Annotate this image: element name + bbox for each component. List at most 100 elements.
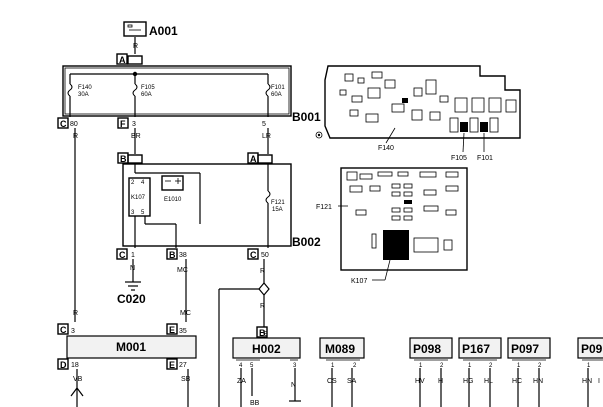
svg-text:B: B: [259, 328, 266, 338]
svg-text:K107: K107: [351, 278, 367, 285]
svg-text:A: A: [250, 154, 257, 164]
svg-text:5: 5: [250, 363, 254, 369]
svg-text:9: 9: [264, 331, 268, 338]
svg-text:HN: HN: [533, 378, 543, 385]
svg-text:E1010: E1010: [164, 197, 182, 203]
svg-text:N: N: [291, 382, 296, 389]
svg-text:C: C: [60, 325, 67, 335]
svg-text:E: E: [169, 360, 175, 370]
svg-text:2: 2: [440, 363, 444, 369]
svg-text:P097: P097: [511, 342, 539, 356]
b001-location-view: F140 F105 F101: [315, 65, 521, 162]
svg-text:80: 80: [70, 121, 78, 128]
svg-text:HL: HL: [484, 378, 493, 385]
svg-text:35: 35: [179, 328, 187, 335]
svg-text:5: 5: [141, 210, 145, 216]
svg-text:R: R: [260, 303, 265, 310]
svg-text:3: 3: [132, 121, 136, 128]
m001-module: [66, 335, 197, 359]
svg-text:F140: F140: [378, 145, 394, 152]
svg-text:3: 3: [131, 210, 135, 216]
svg-text:2: 2: [131, 180, 135, 186]
svg-text:F105: F105: [451, 155, 467, 162]
svg-text:3: 3: [293, 363, 297, 369]
svg-text:P098: P098: [413, 342, 441, 356]
fuse-f101-symbol: [265, 83, 271, 97]
p097-connector: [507, 337, 551, 359]
ground-icon: [125, 281, 141, 291]
svg-text:MC: MC: [177, 267, 188, 274]
b002-location-view: F121 K107: [316, 167, 468, 285]
b002-fusebox: B A F121 15A K107 2 4 3 5 E1010 B002: [117, 152, 321, 249]
svg-text:D: D: [60, 360, 67, 370]
b001-fusebox: F140 30A F105 60A F101 60A B001: [62, 65, 321, 124]
a001-pin-box: [116, 53, 128, 65]
svg-text:BR: BR: [131, 133, 141, 140]
svg-text:F: F: [120, 119, 126, 129]
battery-icon: [123, 21, 147, 37]
svg-text:VB: VB: [73, 376, 83, 383]
svg-text:R: R: [73, 310, 78, 317]
svg-text:2: 2: [538, 363, 542, 369]
svg-text:60A: 60A: [141, 92, 152, 98]
svg-text:60A: 60A: [271, 92, 282, 98]
p167-connector: [458, 337, 502, 359]
svg-text:P167: P167: [462, 342, 490, 356]
svg-text:C: C: [119, 250, 126, 260]
svg-text:1: 1: [331, 363, 335, 369]
h002-module: [232, 337, 301, 359]
a001-label: A001: [149, 24, 178, 38]
svg-text:2: 2: [489, 363, 493, 369]
svg-text:1: 1: [131, 252, 135, 259]
svg-text:HG: HG: [463, 378, 474, 385]
p09-connector: [577, 337, 603, 359]
relay-k107: [128, 177, 151, 217]
svg-text:E: E: [169, 325, 175, 335]
svg-text:2: 2: [353, 363, 357, 369]
svg-text:F140: F140: [78, 85, 92, 91]
svg-text:HC: HC: [512, 378, 522, 385]
svg-text:F105: F105: [141, 85, 155, 91]
fuse-f140-symbol: [67, 83, 73, 97]
a001-battery: A001: [123, 21, 178, 38]
svg-text:ZA: ZA: [237, 378, 246, 385]
m089-module: [319, 337, 365, 359]
svg-text:38: 38: [179, 252, 187, 259]
svg-text:18: 18: [71, 362, 79, 369]
svg-text:F121: F121: [316, 204, 332, 211]
e1010-battery-icon: [161, 175, 184, 191]
junction-diamond: [258, 282, 270, 296]
svg-text:1: 1: [468, 363, 472, 369]
fuse-f121-symbol: [265, 190, 271, 204]
b001-outline: [62, 65, 292, 117]
svg-text:C: C: [60, 119, 67, 129]
svg-text:H002: H002: [252, 342, 281, 356]
b001-label: B001: [292, 110, 321, 124]
svg-text:SB: SB: [181, 376, 191, 383]
b002-outline: [122, 163, 292, 247]
svg-text:MC: MC: [180, 310, 191, 317]
svg-text:4: 4: [141, 180, 145, 186]
svg-text:4: 4: [239, 363, 243, 369]
svg-text:M001: M001: [116, 340, 146, 354]
svg-text:A: A: [119, 55, 126, 65]
svg-text:27: 27: [179, 362, 187, 369]
svg-text:I: I: [598, 378, 600, 385]
svg-text:B: B: [169, 250, 176, 260]
svg-text:1: 1: [517, 363, 521, 369]
svg-text:B: B: [120, 154, 127, 164]
svg-text:F101: F101: [271, 85, 285, 91]
p098-connector: [409, 337, 453, 359]
svg-text:F121: F121: [271, 200, 285, 206]
svg-text:R: R: [260, 268, 265, 275]
svg-text:P09: P09: [581, 342, 603, 356]
svg-text:C: C: [250, 250, 257, 260]
svg-text:LR: LR: [262, 133, 271, 140]
svg-text:15A: 15A: [272, 207, 283, 213]
svg-text:3: 3: [71, 328, 75, 335]
b002-label: B002: [292, 235, 321, 249]
svg-text:30A: 30A: [78, 92, 89, 98]
svg-text:K107: K107: [131, 195, 146, 201]
svg-text:1: 1: [419, 363, 423, 369]
